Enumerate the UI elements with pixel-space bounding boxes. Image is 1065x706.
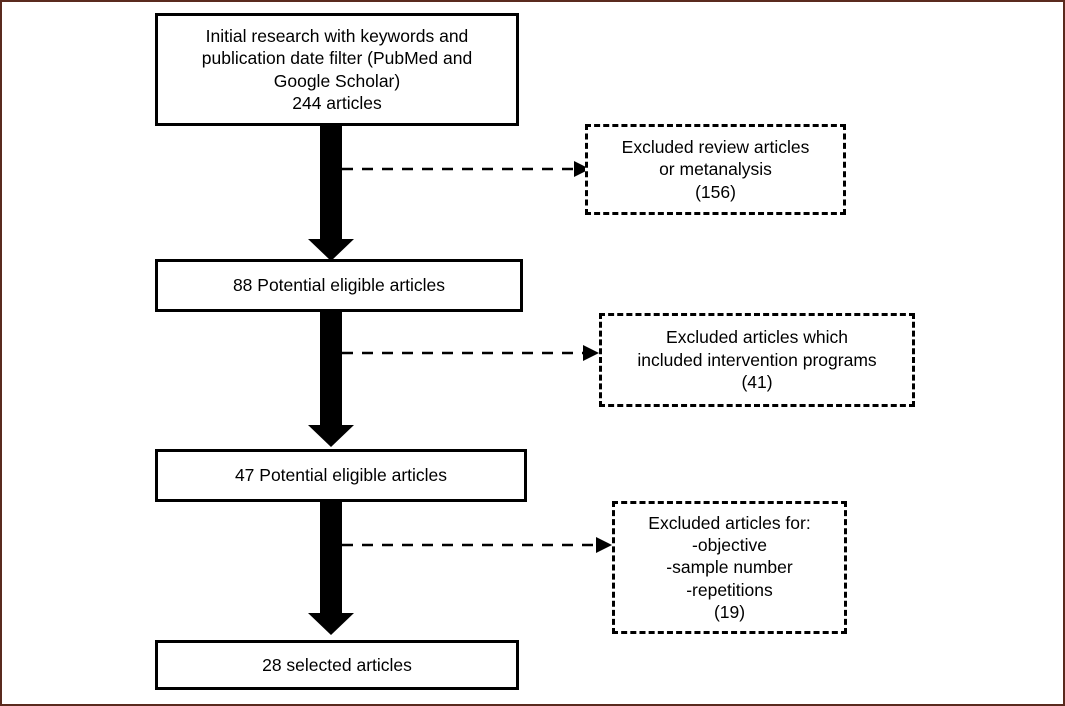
- exclusion-arrow-3: [342, 537, 612, 553]
- stage-28-selected: 28 selected articles: [155, 640, 519, 690]
- stage-28-selected-label: 28 selected articles: [262, 654, 412, 675]
- flow-arrow-3: [308, 502, 354, 635]
- exclusion-intervention: Excluded articles which included interve…: [599, 313, 915, 407]
- exclusion-criteria: Excluded articles for: -objective -sampl…: [612, 501, 847, 634]
- flow-arrow-2: [308, 312, 354, 447]
- stage-47-eligible: 47 Potential eligible articles: [155, 449, 527, 502]
- stage-initial-research: Initial research with keywords and publi…: [155, 13, 519, 126]
- exclusion-arrow-1: [342, 161, 590, 177]
- exclusion-arrow-2: [342, 345, 599, 361]
- exclusion-criteria-label: Excluded articles for: -objective -sampl…: [648, 512, 811, 623]
- exclusion-reviews: Excluded review articles or metanalysis …: [585, 124, 846, 215]
- stage-88-eligible: 88 Potential eligible articles: [155, 259, 523, 312]
- flow-arrow-1: [308, 126, 354, 261]
- exclusion-reviews-label: Excluded review articles or metanalysis …: [621, 136, 810, 202]
- stage-88-eligible-label: 88 Potential eligible articles: [232, 275, 446, 296]
- exclusion-intervention-label: Excluded articles which included interve…: [637, 327, 877, 393]
- stage-initial-research-label: Initial research with keywords and publi…: [201, 25, 473, 113]
- stage-47-eligible-label: 47 Potential eligible articles: [234, 465, 448, 486]
